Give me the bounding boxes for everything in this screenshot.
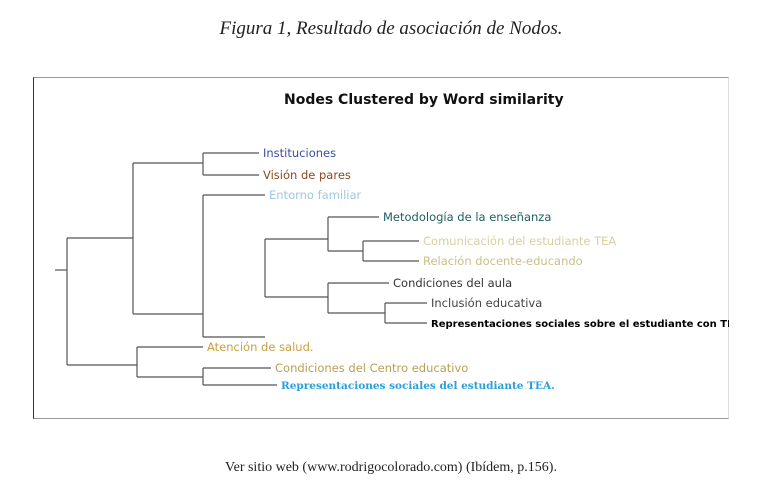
figure-frame	[33, 77, 729, 419]
leaf-label-metodologia: Metodología de la enseñanza	[383, 210, 551, 224]
leaf-label-instituciones: Instituciones	[263, 146, 336, 160]
leaf-label-atencion-salud: Atención de salud.	[207, 340, 314, 354]
leaf-label-condiciones-centro: Condiciones del Centro educativo	[275, 361, 468, 375]
leaf-label-relacion-docente: Relación docente-educando	[423, 254, 583, 268]
dendrogram: Nodes Clustered by Word similarity	[55, 92, 729, 392]
figure-source: Ver sitio web (www.rodrigocolorado.com) …	[225, 460, 557, 475]
leaf-label-representaciones-tea: Representaciones sociales del estudiante…	[281, 380, 555, 392]
leaf-label-representaciones-sobre-tea: Representaciones sociales sobre el estud…	[431, 319, 729, 330]
diagram-title: Nodes Clustered by Word similarity	[284, 92, 564, 108]
figure-caption: Figura 1, Resultado de asociación de Nod…	[219, 18, 563, 39]
dendrogram-branches	[55, 152, 427, 386]
leaf-label-inclusion-educativa: Inclusión educativa	[431, 296, 542, 310]
leaf-label-vision-de-pares: Visión de pares	[263, 168, 351, 182]
leaf-label-condiciones-aula: Condiciones del aula	[393, 276, 512, 290]
leaf-label-comunicacion: Comunicación del estudiante TEA	[423, 234, 616, 248]
leaf-label-entorno-familiar: Entorno familiar	[269, 188, 362, 202]
